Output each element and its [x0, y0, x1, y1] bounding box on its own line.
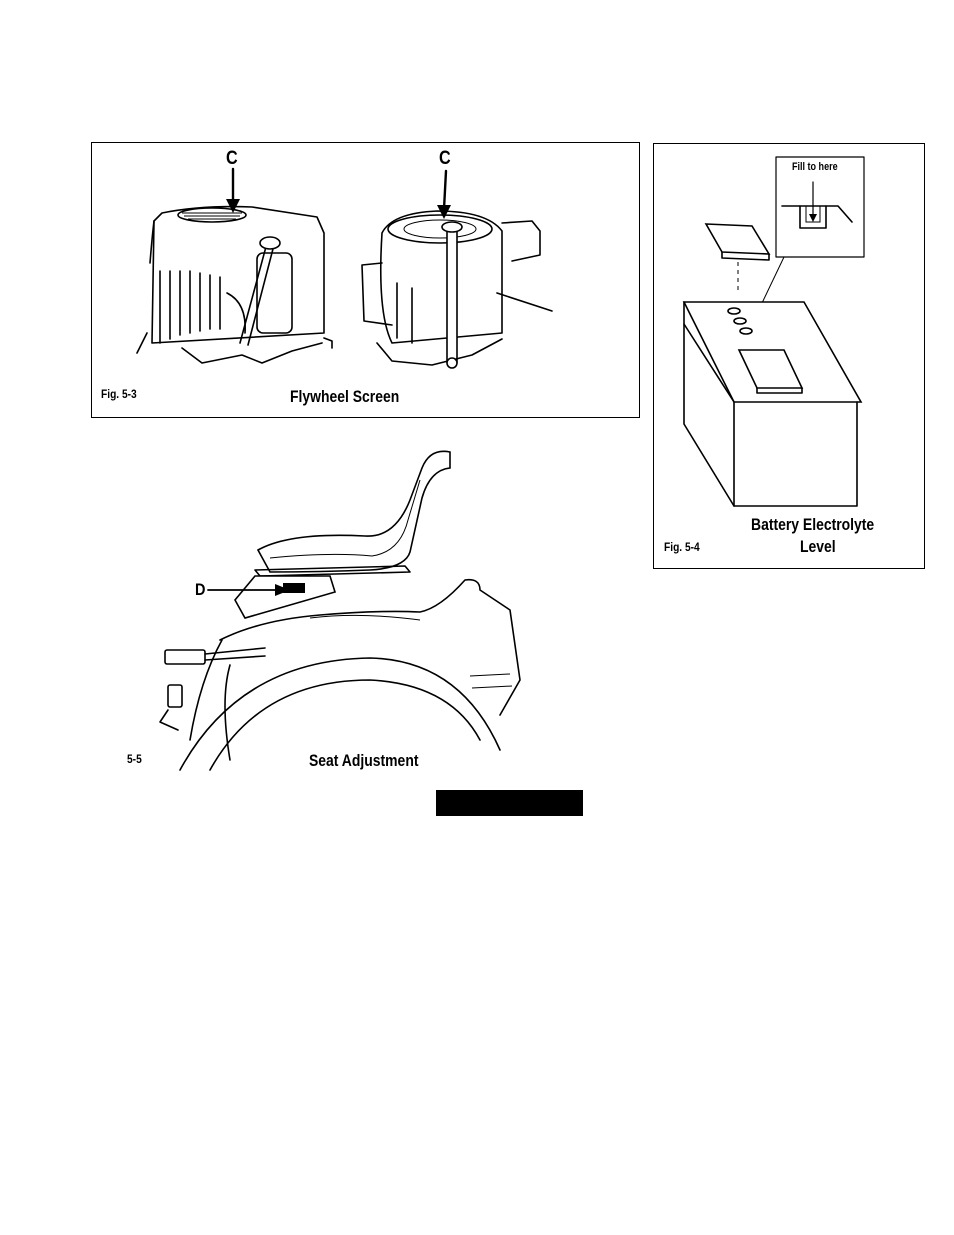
engine-illustrations: [92, 143, 641, 419]
callout-d: D: [195, 580, 205, 600]
figure-seat-adjustment: D 5-5 Seat Adjustment: [120, 440, 540, 780]
seat-illustration: [120, 440, 540, 780]
callout-c-left: C: [226, 148, 238, 170]
figure-number: 5-5: [127, 752, 142, 766]
figure-caption: Flywheel Screen: [290, 387, 399, 407]
engine-left-drawing: [137, 207, 332, 363]
battery-illustration: [654, 144, 926, 570]
figure-number: Fig. 5-4: [664, 540, 700, 554]
figure-number: Fig. 5-3: [101, 387, 137, 401]
fill-to-here-callout: Fill to here: [792, 161, 838, 173]
callout-c-right: C: [439, 148, 451, 170]
figure-caption-line2: Level: [800, 537, 836, 557]
figure-flywheel-screen: C C Fig. 5-3 Flywheel Screen: [91, 142, 640, 418]
figure-battery-electrolyte: Fill to here Fig. 5-4 Battery Electrolyt…: [653, 143, 925, 569]
black-bar: [436, 790, 583, 816]
figure-caption: Seat Adjustment: [309, 751, 418, 771]
engine-right-drawing: [362, 211, 552, 368]
figure-caption-line1: Battery Electrolyte: [751, 515, 874, 535]
